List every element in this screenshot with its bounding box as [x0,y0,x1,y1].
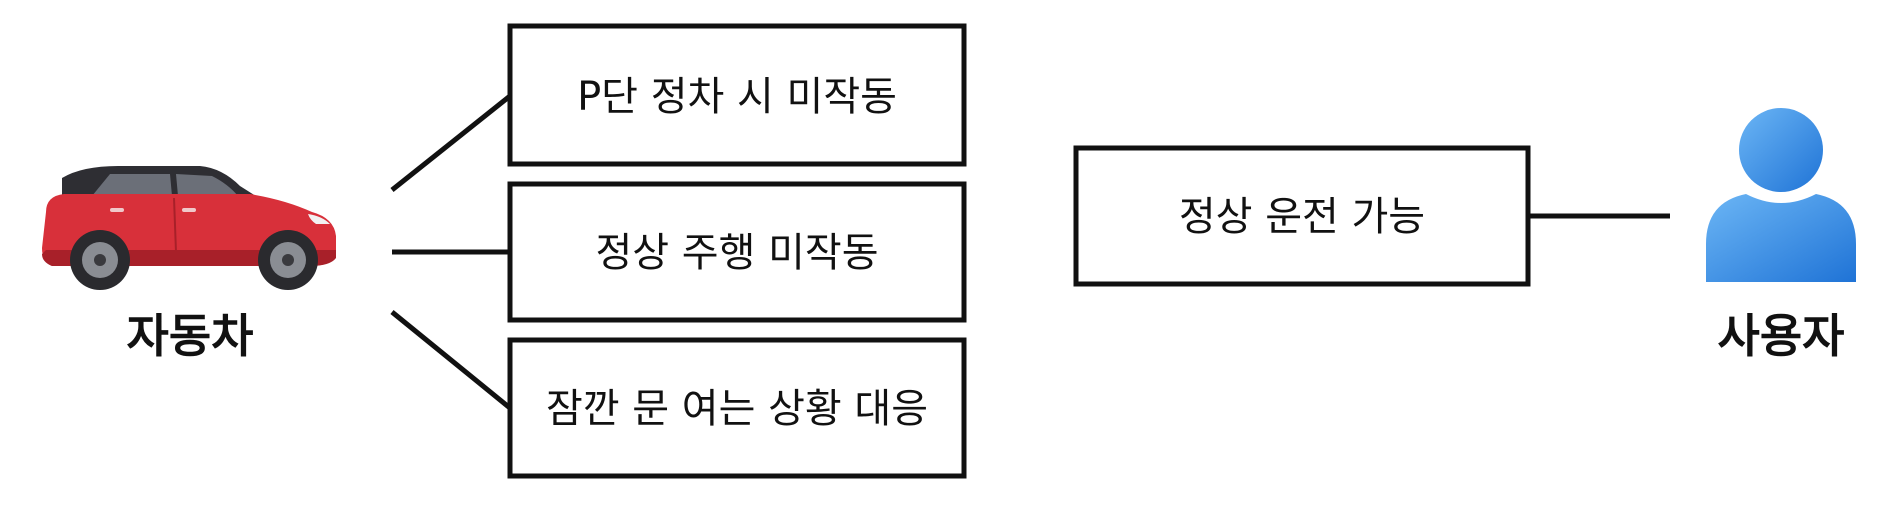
person-icon [1706,108,1856,282]
box-1-label: P단 정차 시 미작동 [577,74,897,120]
box-3-label: 잠깐 문 여는 상황 대응 [546,386,928,432]
box-2 [507,181,967,323]
box-2-label: 정상 주행 미작동 [595,230,878,276]
connector-car-to-box-3 [390,310,512,410]
box-1 [507,23,967,167]
car-label: 자동차 [127,309,254,363]
result-box-label: 정상 운전 가능 [1179,194,1425,240]
red-car-icon [42,166,336,290]
result-box [1073,145,1531,287]
connector-car-to-box-1 [390,94,512,192]
user-label: 사용자 [1718,309,1845,363]
box-3 [507,337,967,479]
